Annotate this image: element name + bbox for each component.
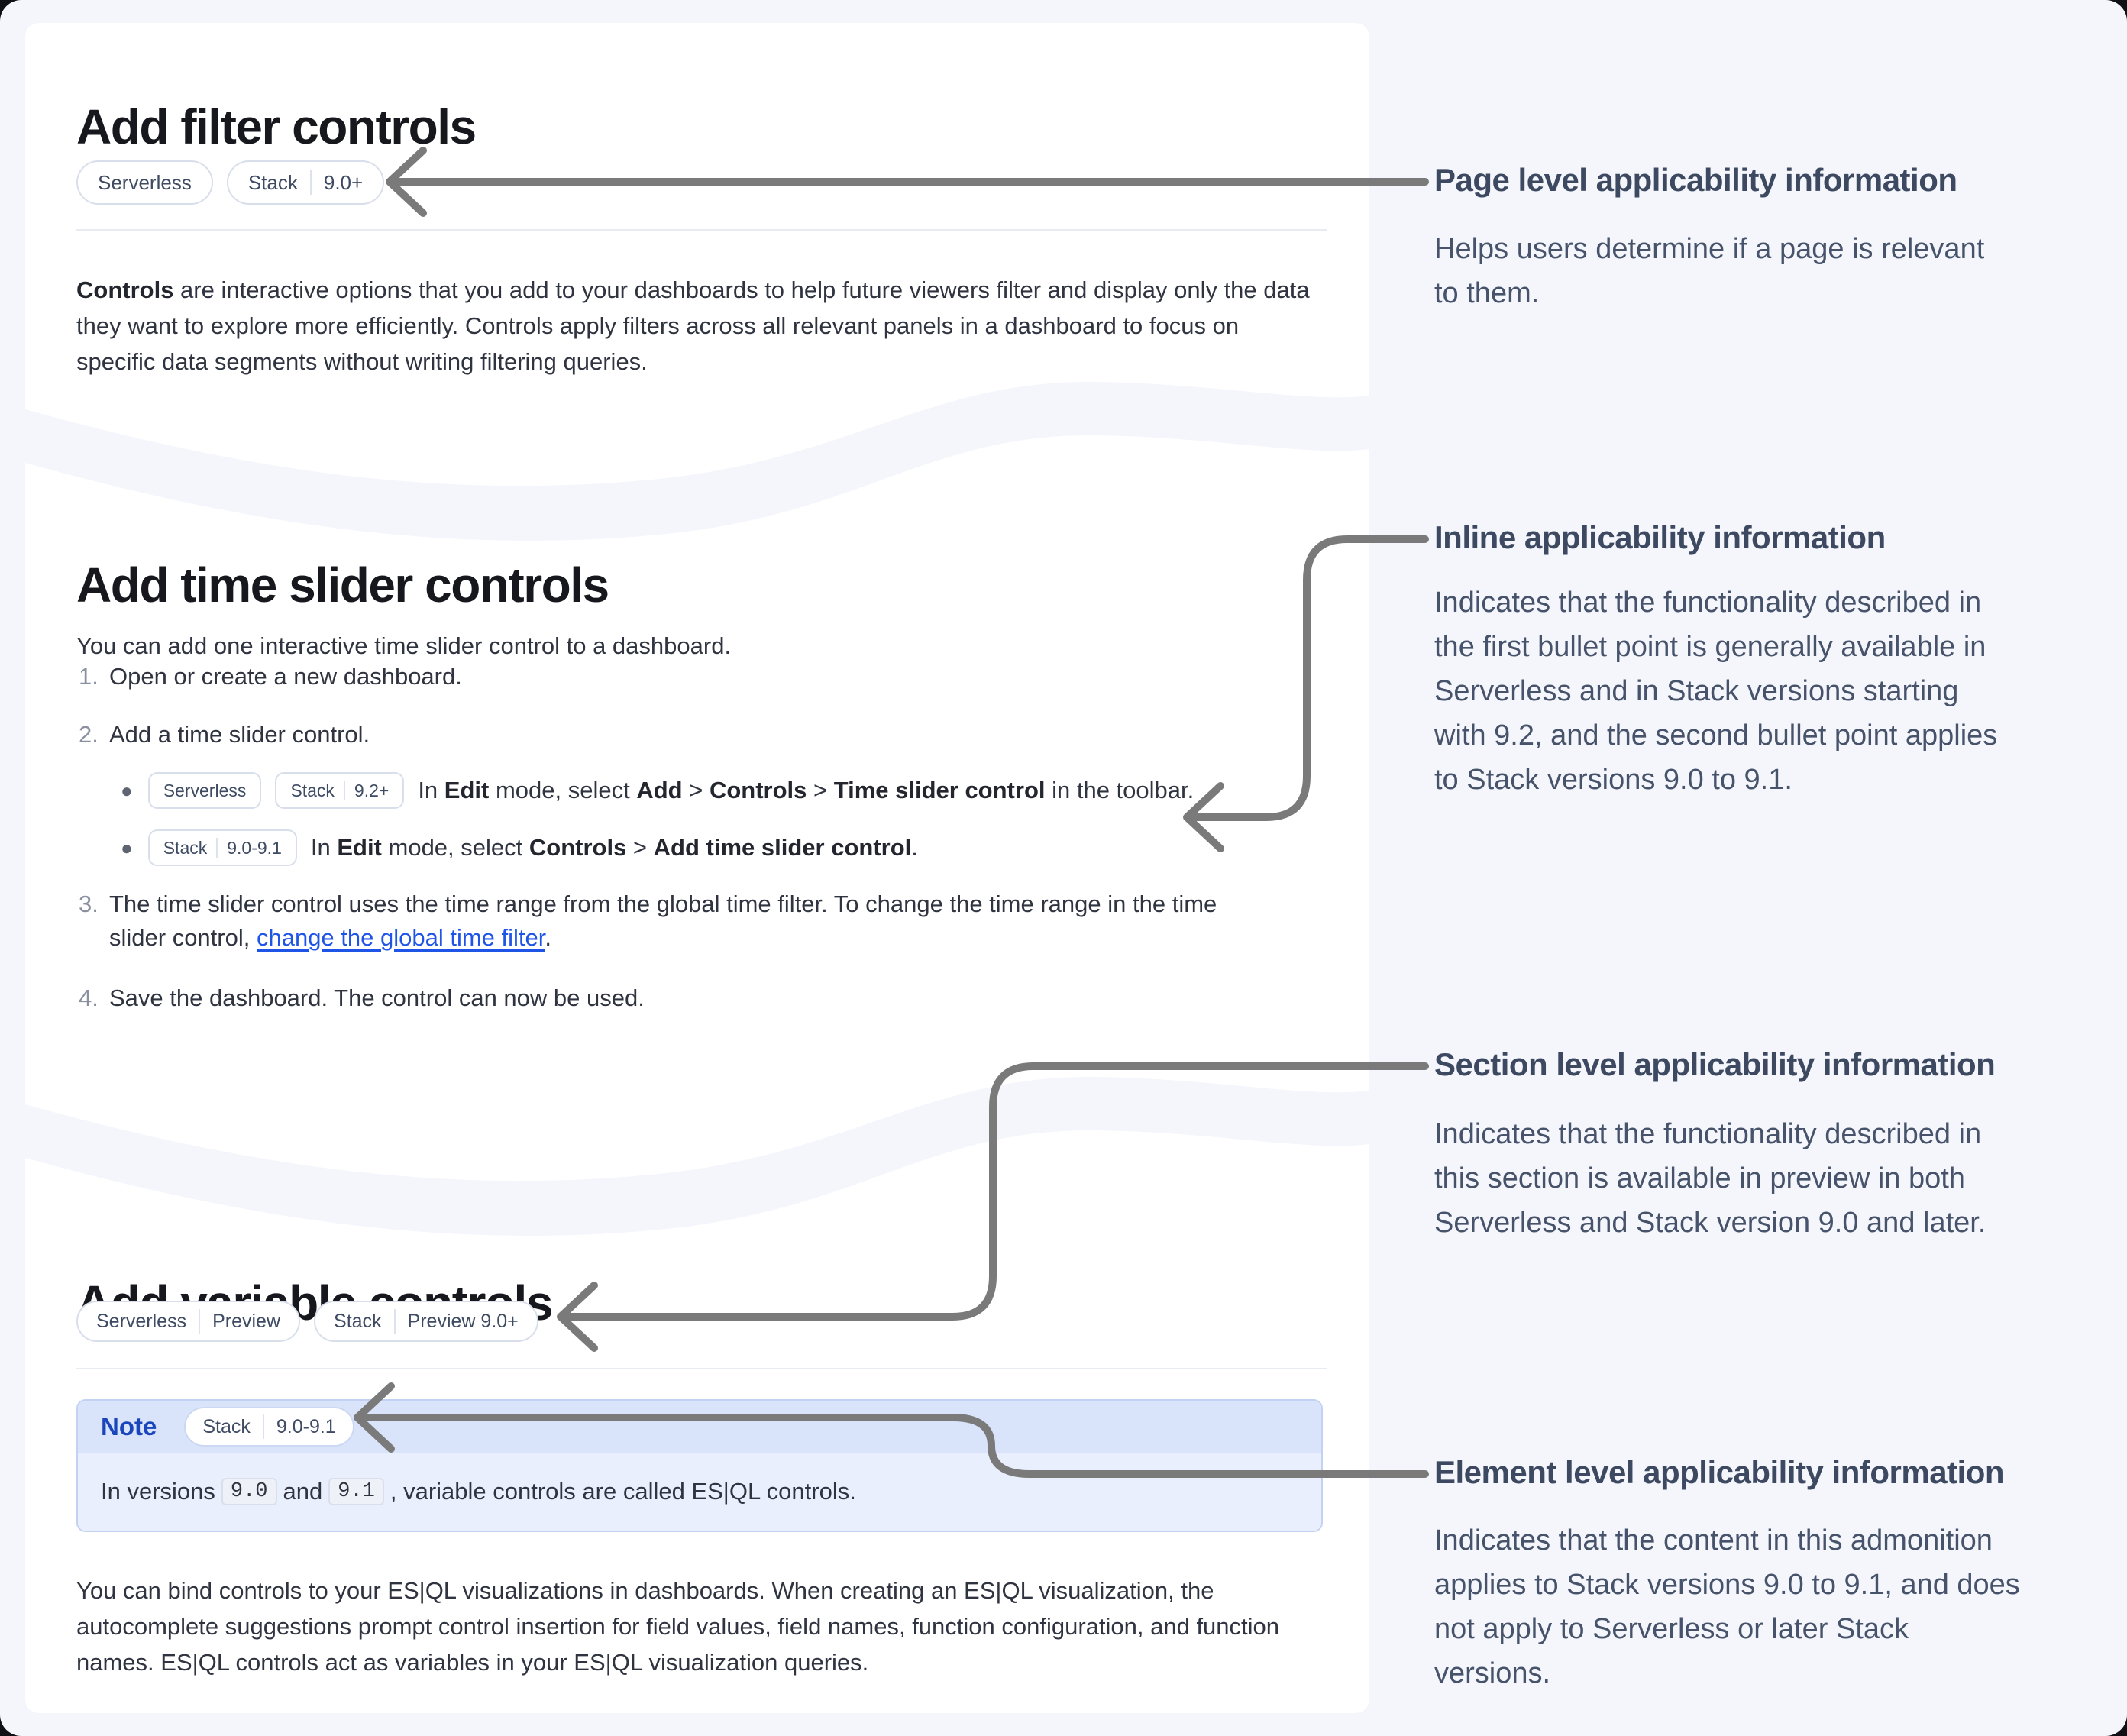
divider [76,1368,1327,1369]
wave-divider [25,381,1369,541]
badge-product-label: Stack [334,1310,382,1332]
badge-lifecycle-label: Preview 9.0+ [407,1310,519,1332]
list-text: Open or create a new dashboard. [109,663,462,690]
badge-version-label: 9.0-9.1 [227,837,282,858]
badge-product-label: Stack [247,170,298,194]
annotation-body-page-level: Helps users determine if a page is relev… [1434,233,1985,309]
badge-serverless-preview[interactable]: Serverless Preview [76,1301,301,1342]
annotation-title-element-level: Element level applicability information [1434,1454,2005,1490]
ordered-list-item: 1. Open or create a new dashboard. [79,660,462,693]
section-intro: You can add one interactive time slider … [76,632,732,659]
list-text: Add a time slider control. [109,721,370,748]
annotation-title-inline: Inline applicability information [1434,519,1886,555]
wave-divider [25,1076,1369,1236]
body-paragraph: You can bind controls to your ES|QL visu… [76,1577,1280,1676]
badge-lifecycle-label: Preview [212,1310,281,1332]
badge-serverless[interactable]: Serverless [76,160,213,205]
annotation-body-inline: Indicates that the functionality describ… [1434,587,1998,796]
badge-serverless[interactable]: Serverless [147,772,262,809]
global-time-filter-link[interactable]: change the global time filter [256,924,545,951]
list-text: Save the dashboard. The control can now … [109,984,645,1011]
badge-divider [309,170,312,195]
badge-stack-version[interactable]: Stack 9.2+ [275,772,405,809]
list-number: 2. [79,721,99,748]
badge-product-label: Stack [202,1415,251,1437]
badge-divider [343,781,345,800]
badge-divider [393,1309,396,1334]
list-number: 1. [79,663,99,690]
bullet-text: In Edit mode, select Controls > Add time… [310,834,918,861]
annotation-title-page-level: Page level applicability information [1434,162,1957,198]
badge-product-label: Serverless [96,1310,187,1332]
note-admonition: Note Stack 9.0-9.1 In versions 9.0 and 9… [76,1399,1323,1532]
badge-product-label: Stack [290,780,335,800]
bullet-icon: ● [121,778,133,802]
bullet-text: In Edit mode, select Add > Controls > Ti… [418,777,1194,803]
annotation-body-section-level: Indicates that the functionality describ… [1434,1118,1986,1239]
badge-stack-version[interactable]: Stack 9.0-9.1 [147,829,297,866]
inline-code: 9.1 [328,1478,384,1505]
badge-divider [216,838,218,858]
note-body: In versions 9.0 and 9.1, variable contro… [78,1453,1321,1531]
badge-divider [262,1414,264,1439]
badge-stack-version[interactable]: Stack 9.0-9.1 [184,1407,354,1447]
bullet-icon: ● [121,836,133,859]
list-number: 4. [79,984,99,1011]
badge-version-label: 9.0-9.1 [276,1415,336,1437]
inline-code: 9.0 [221,1478,277,1505]
badge-label: Serverless [98,170,192,194]
note-header: Note Stack 9.0-9.1 [78,1401,1321,1453]
paragraph-text: are interactive options that you add to … [76,276,1310,375]
page-title: Add filter controls [76,99,477,154]
bullet-list-item: ● Serverless Stack 9.2+ In Edit mode, se… [121,770,1194,811]
badge-divider [199,1309,201,1334]
badge-stack-version[interactable]: Stack 9.0+ [226,160,385,205]
ordered-list-item: 3. The time slider control uses the time… [79,887,1270,955]
page-applicability-badges: Serverless Stack 9.0+ [76,160,385,205]
list-text: The time slider control uses the time ra… [109,891,1217,951]
section-applicability-badges: Serverless Preview Stack Preview 9.0+ [76,1301,538,1342]
divider [76,229,1327,231]
badge-stack-preview[interactable]: Stack Preview 9.0+ [314,1301,538,1342]
note-label: Note [101,1412,157,1440]
section-title-time-slider: Add time slider controls [76,557,609,613]
ordered-list-item: 4. Save the dashboard. The control can n… [79,981,645,1015]
badge-label: Serverless [163,780,247,800]
ordered-list-item: 2. Add a time slider control. [79,718,370,752]
badge-product-label: Stack [163,837,208,858]
annotation-title-section-level: Section level applicability information [1434,1046,1996,1082]
bold-term: Controls [76,276,174,303]
annotation-body-element-level: Indicates that the content in this admon… [1434,1524,2020,1689]
badge-version-label: 9.0+ [323,170,364,194]
bullet-list-item: ● Stack 9.0-9.1 In Edit mode, select Con… [121,827,918,868]
list-number: 3. [79,891,99,917]
badge-version-label: 9.2+ [354,780,390,800]
intro-paragraph: Controls are interactive options that yo… [76,272,1314,380]
